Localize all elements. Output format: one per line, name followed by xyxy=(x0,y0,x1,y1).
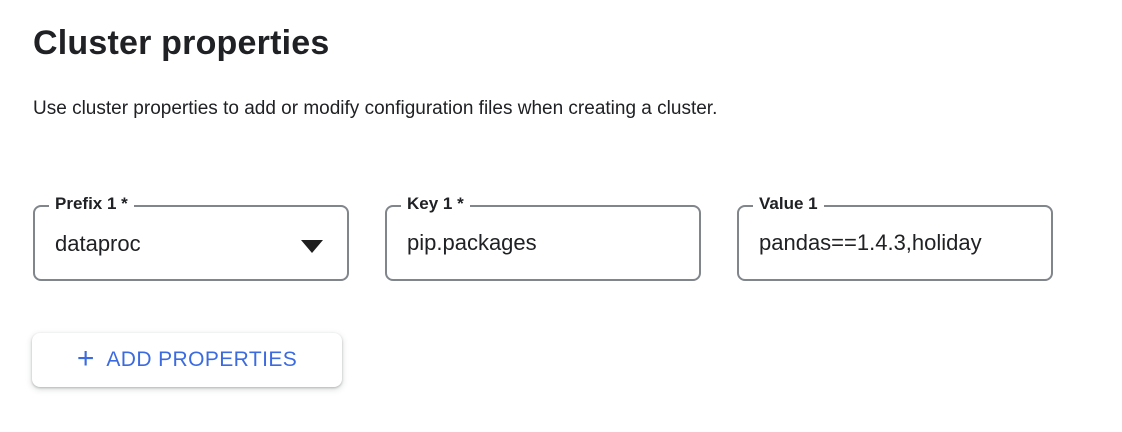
key-input[interactable] xyxy=(387,207,699,279)
key-field: Key 1 * xyxy=(385,194,701,281)
add-properties-button-label: ADD PROPERTIES xyxy=(106,348,298,371)
value-input[interactable] xyxy=(739,207,1051,279)
prefix-dropdown[interactable]: Prefix 1 * dataproc xyxy=(33,194,349,281)
prefix-selected-value: dataproc xyxy=(55,231,141,256)
page-title: Cluster properties xyxy=(33,24,330,62)
caret-down-icon[interactable] xyxy=(301,240,323,253)
page-description: Use cluster properties to add or modify … xyxy=(33,98,718,119)
plus-icon: + xyxy=(76,341,95,375)
value-field: Value 1 xyxy=(737,194,1053,281)
prefix-field-label: Prefix 1 * xyxy=(49,194,134,214)
property-row: Prefix 1 * dataproc Key 1 * Value 1 xyxy=(33,194,1053,281)
add-properties-button[interactable]: + ADD PROPERTIES xyxy=(32,333,342,387)
